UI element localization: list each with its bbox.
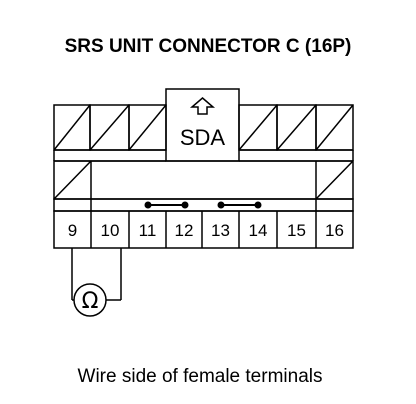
jumper-13-14 <box>217 201 262 209</box>
diagram-caption: Wire side of female terminals <box>78 366 323 387</box>
connector-body: SDA <box>53 88 354 249</box>
pin-label-15: 15 <box>287 221 306 240</box>
pin-label-11: 11 <box>139 221 157 240</box>
lock-tab-label: SDA <box>180 125 226 150</box>
pin-label-13: 13 <box>211 221 230 240</box>
top-row-left-cavities <box>53 104 167 151</box>
ohmmeter-icon <box>73 283 107 317</box>
top-row-right-cavities <box>238 104 354 151</box>
pin-label-10: 10 <box>101 221 120 240</box>
lock-tab: SDA <box>165 88 240 162</box>
pin-label-14: 14 <box>249 221 268 240</box>
ohmmeter <box>71 248 122 317</box>
middle-section <box>53 160 354 200</box>
pin-label-9: 9 <box>68 221 77 240</box>
pin-label-12: 12 <box>175 221 194 240</box>
diagram-title: SRS UNIT CONNECTOR C (16P) <box>65 36 352 57</box>
ohm-symbol: Ω <box>82 289 99 314</box>
jumper-11-12 <box>144 201 189 209</box>
pin-row <box>53 198 354 249</box>
separator-strip <box>53 149 354 162</box>
arrow-up-icon <box>189 97 216 115</box>
pin-label-16: 16 <box>325 221 344 240</box>
